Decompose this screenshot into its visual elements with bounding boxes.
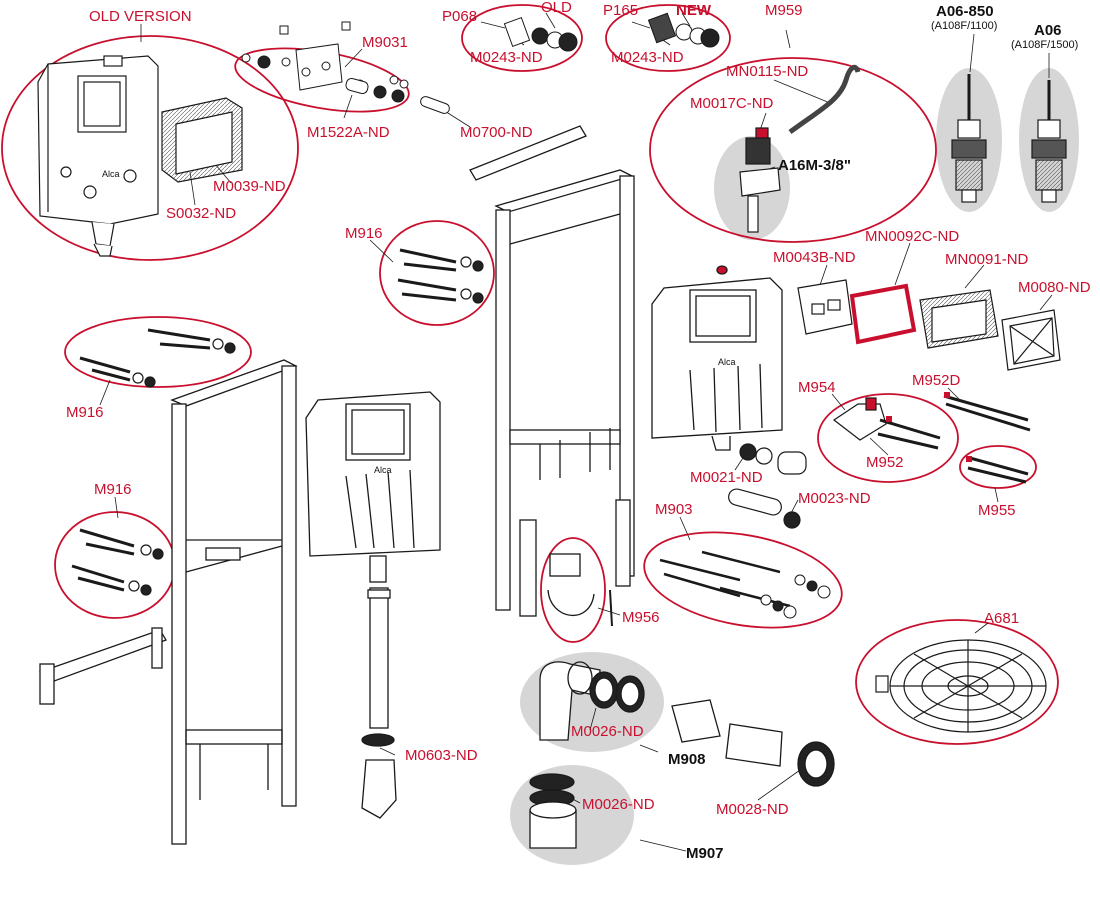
label-a06-850: A06-850 (936, 3, 994, 20)
outline-m955 (959, 445, 1037, 489)
m956-clamp (547, 553, 613, 627)
label-m0243-old: M0243-ND (470, 49, 543, 66)
label-m908: M908 (668, 751, 706, 768)
label-m0700: M0700-ND (460, 124, 533, 141)
outline-old-version (1, 35, 299, 261)
label-m0026-b: M0026-ND (582, 796, 655, 813)
outline-m954 (817, 393, 959, 483)
m0700-part (420, 96, 450, 114)
center-frame (469, 125, 635, 617)
label-m916-b: M916 (66, 404, 104, 421)
outline-p068 (461, 4, 583, 72)
m954-m952-parts (832, 392, 1031, 484)
brand-alca-middle: Alca (374, 465, 392, 475)
label-m0026-a: M0026-ND (571, 723, 644, 740)
outline-m959 (649, 57, 937, 243)
brand-alca-old: Alca (102, 169, 120, 179)
m959-fill-valve (739, 64, 861, 233)
outline-p165 (605, 4, 731, 72)
label-m907: M907 (686, 845, 724, 862)
right-cistern (651, 265, 783, 451)
left-frame (39, 359, 298, 845)
m9031-parts (241, 21, 409, 103)
p068-valve (503, 17, 578, 52)
m916-screws-a (397, 248, 484, 304)
label-m0021: M0021-ND (690, 469, 763, 486)
brand-alca-right: Alca (718, 357, 736, 367)
label-mn0091: MN0091-ND (945, 251, 1029, 268)
a681-plate (875, 639, 1047, 733)
old-cistern (37, 55, 159, 257)
label-new: NEW (676, 2, 711, 19)
label-m0043b: M0043B-ND (773, 249, 856, 266)
label-a06-850-sub: (A108F/1100) (931, 20, 998, 32)
m907-coupling (529, 773, 577, 849)
label-p165: P165 (603, 2, 639, 19)
label-m952d: M952D (912, 372, 961, 389)
red-callout-outlines (1, 4, 1059, 745)
middle-cistern (305, 391, 441, 819)
label-m1522a: M1522A-ND (307, 124, 390, 141)
label-m0039: M0039-ND (213, 178, 286, 195)
outline-a681 (855, 619, 1059, 745)
label-m0243-new: M0243-ND (611, 49, 684, 66)
label-a681: A681 (984, 610, 1020, 627)
label-m9031: M9031 (362, 34, 408, 51)
label-mn0115: MN0115-ND (726, 63, 809, 80)
m0021-m0023-seals (728, 443, 807, 529)
label-mn0092c: MN0092C-ND (865, 228, 960, 245)
p165-valve (647, 12, 720, 48)
label-m0603: M0603-ND (405, 747, 478, 764)
label-m916-a: M916 (345, 225, 383, 242)
m0028-pipes (671, 699, 835, 787)
label-m0023: M0023-ND (798, 490, 871, 507)
label-m0080: M0080-ND (1018, 279, 1091, 296)
label-m903: M903 (655, 501, 693, 518)
label-m954: M954 (798, 379, 836, 396)
label-m952: M952 (866, 454, 904, 471)
outline-m916-a (379, 220, 495, 326)
label-a16m: A16M-3/8" (778, 157, 851, 174)
label-a06: A06 (1034, 22, 1062, 39)
button-panels (797, 279, 1061, 371)
label-p068: P068 (442, 8, 478, 25)
outline-m903 (643, 531, 843, 629)
outline-m916-b (64, 316, 252, 388)
label-old: OLD (541, 0, 572, 16)
label-m959: M959 (765, 2, 803, 19)
a06-rod (1031, 80, 1067, 203)
label-m956: M956 (622, 609, 660, 626)
label-m0028: M0028-ND (716, 801, 789, 818)
m908-elbow (539, 661, 645, 741)
label-old-version: OLD VERSION (89, 8, 192, 25)
m916-screws-b (79, 328, 236, 388)
m0039-frame (161, 97, 243, 183)
label-s0032: S0032-ND (166, 205, 237, 222)
label-m916-c: M916 (94, 481, 132, 498)
label-m955: M955 (978, 502, 1016, 519)
label-a06-sub: (A108F/1500) (1011, 39, 1079, 51)
outline-m956 (540, 537, 606, 643)
label-m0017c: M0017C-ND (690, 95, 774, 112)
m916-screws-c (71, 528, 164, 596)
a06-850-rod (951, 74, 987, 203)
m903-rods (659, 550, 831, 619)
